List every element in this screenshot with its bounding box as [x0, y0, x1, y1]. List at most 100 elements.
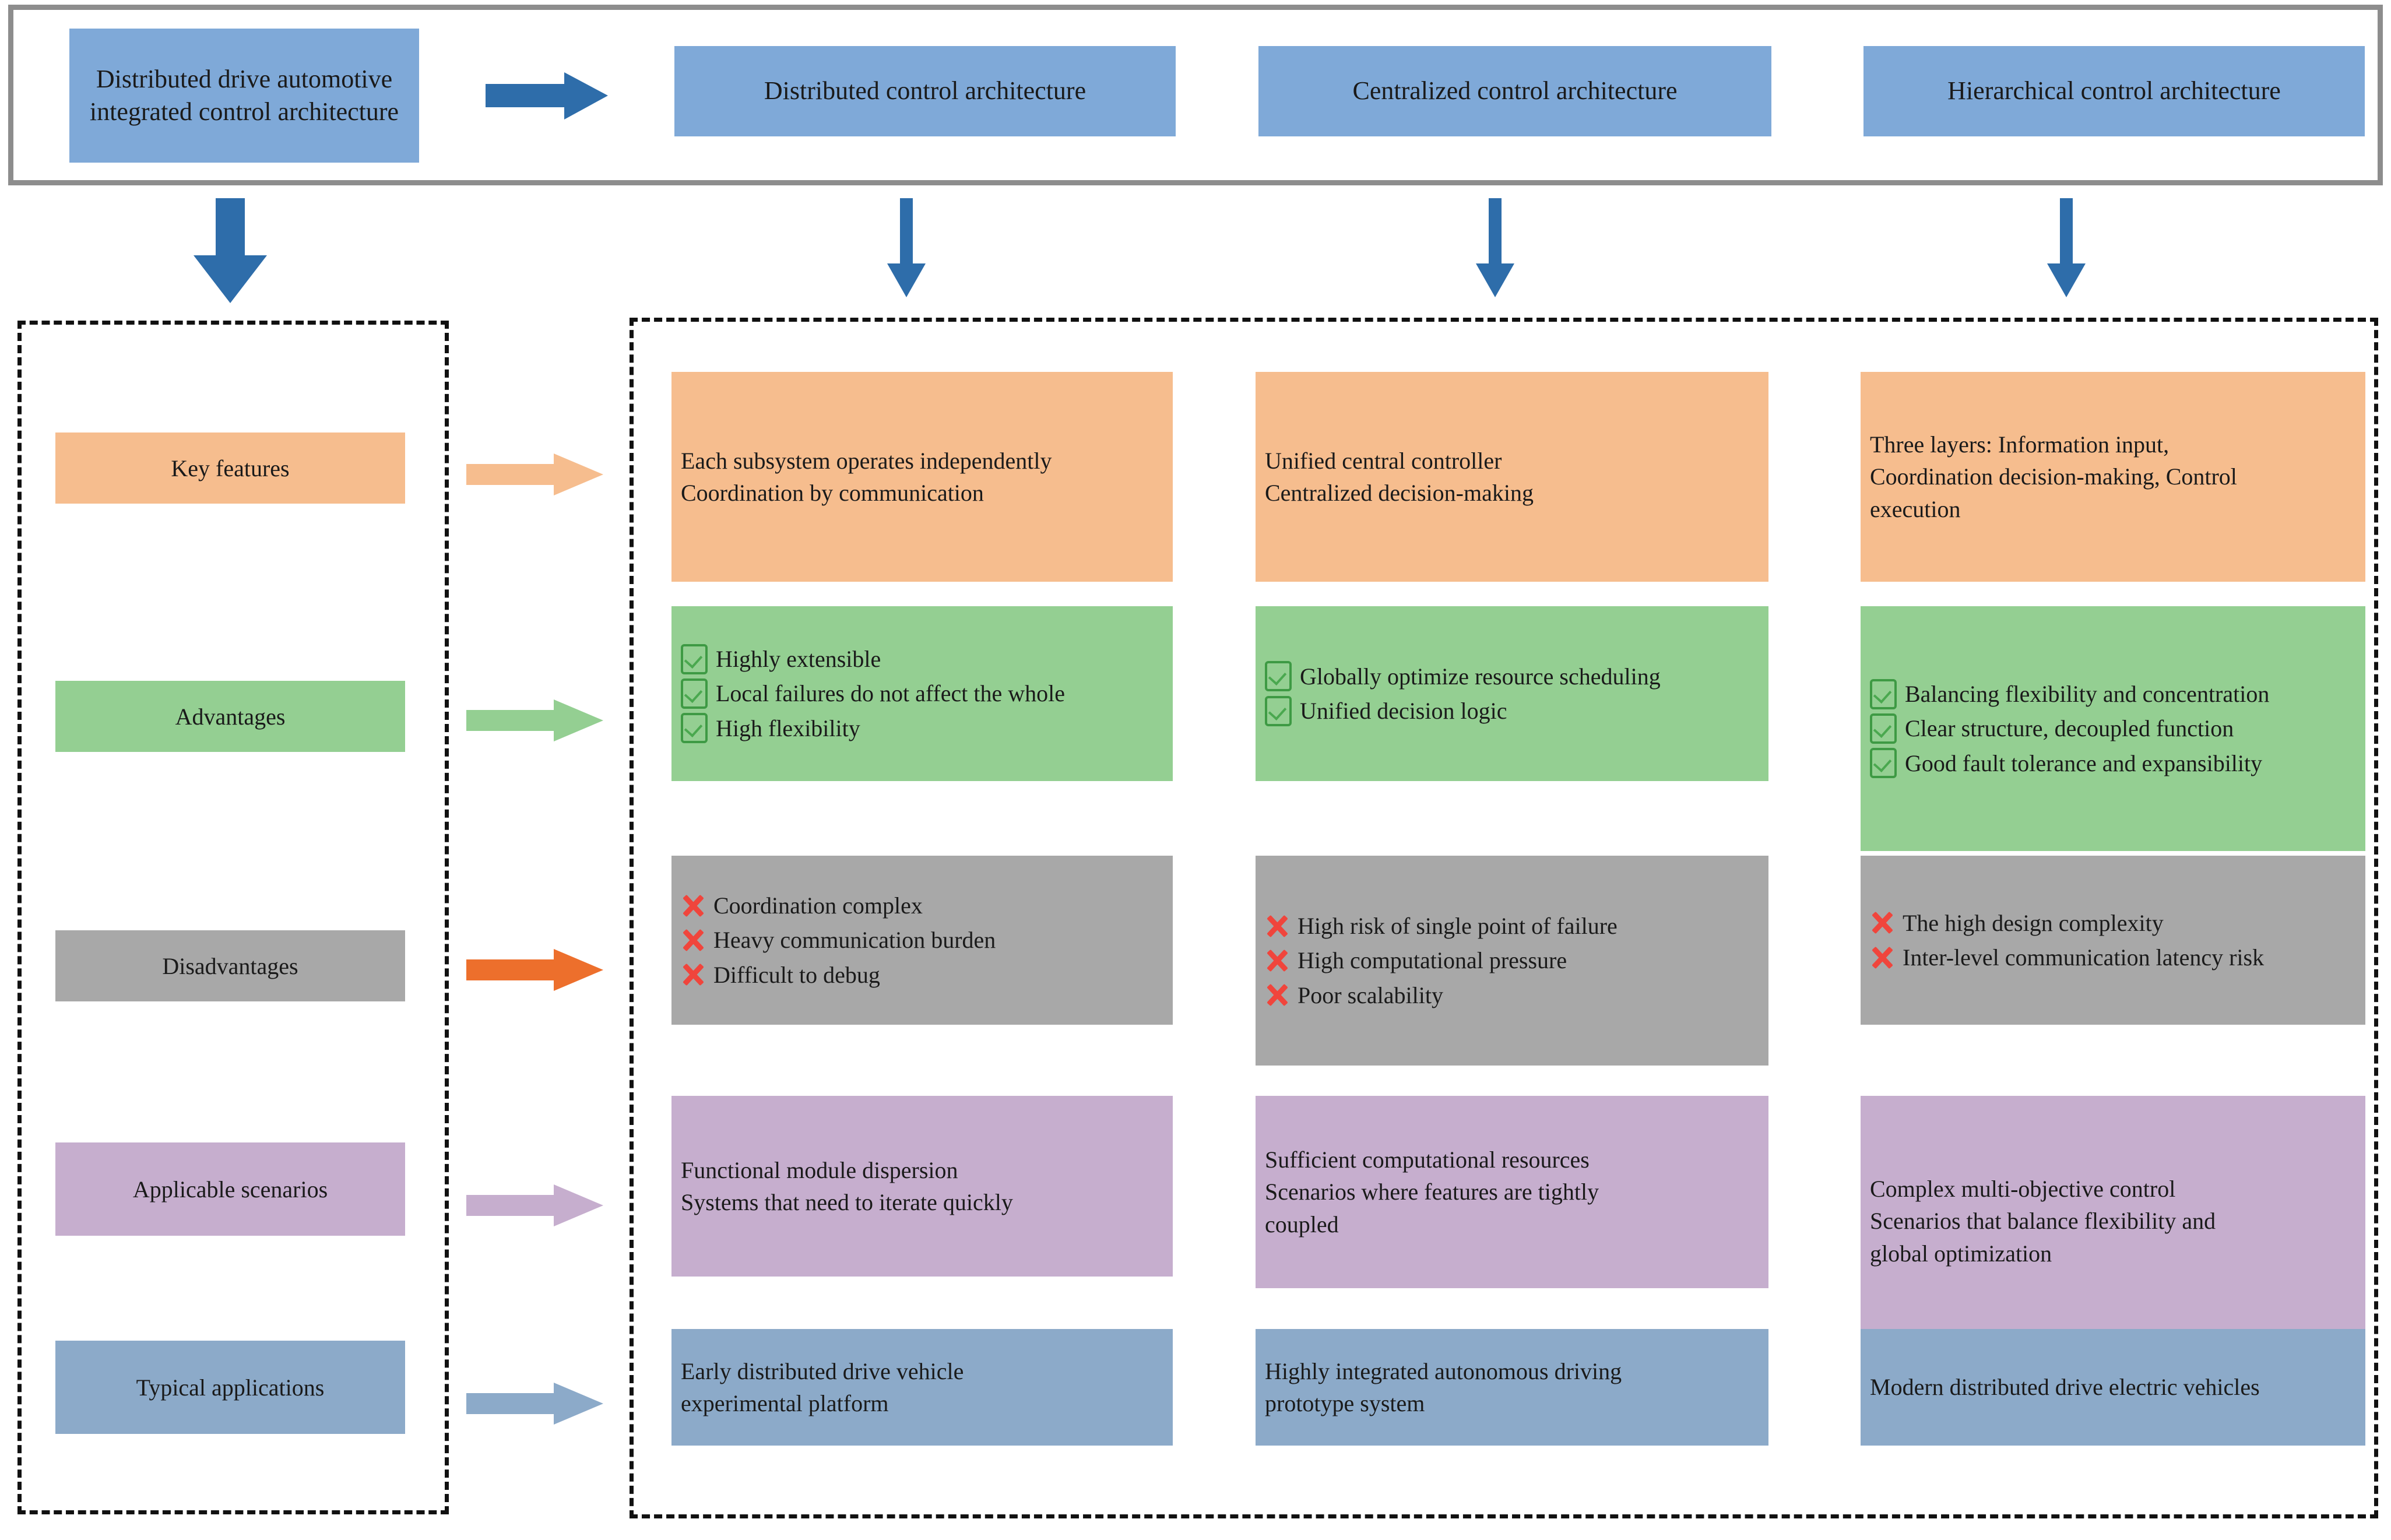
cell-line: execution	[1870, 495, 1961, 522]
list-item-label: Globally optimize resource scheduling	[1300, 663, 1661, 690]
cell-applicable-scenarios-distributed[interactable]: Functional module dispersion Systems tha…	[671, 1096, 1173, 1277]
red-x-icon	[1265, 913, 1289, 939]
cell-line: Coordination decision-making, Control	[1870, 463, 2237, 490]
list-item: High computational pressure	[1265, 944, 1759, 976]
cell-key-features-centralized[interactable]: Unified central controller Centralized d…	[1256, 372, 1768, 582]
list-item-label: Unified decision logic	[1300, 698, 1507, 724]
cell-disadvantages-hierarchical[interactable]: The high design complexity Inter-level c…	[1861, 856, 2365, 1025]
list-item-label: Heavy communication burden	[713, 927, 996, 954]
list-item: Good fault tolerance and expansibility	[1870, 747, 2356, 779]
check-box-icon	[681, 713, 708, 744]
list-item-label: Highly extensible	[716, 646, 881, 673]
root-title-box[interactable]: Distributed drive automotive integrated …	[69, 29, 419, 163]
list-item: Difficult to debug	[681, 959, 1163, 991]
list-item-label: High risk of single point of failure	[1298, 913, 1618, 940]
top-architecture-frame: Distributed drive automotive integrated …	[8, 5, 2383, 185]
cell-line: Centralized decision-making	[1265, 480, 1534, 506]
red-x-icon	[1265, 982, 1289, 1008]
cell-line: Scenarios where features are tightly	[1265, 1179, 1599, 1205]
cell-line: Three layers: Information input,	[1870, 431, 2170, 458]
list-item-label: Local failures do not affect the whole	[716, 680, 1066, 707]
list-item-label: Poor scalability	[1298, 982, 1443, 1008]
list-item: The high design complexity	[1870, 907, 2356, 939]
cell-line: coupled	[1265, 1211, 1339, 1237]
cell-line: Functional module dispersion	[681, 1156, 958, 1183]
down-arrow-icon-distributed	[887, 198, 926, 297]
cell-line: Systems that need to iterate quickly	[681, 1189, 1013, 1215]
cell-applicable-scenarios-hierarchical[interactable]: Complex multi-objective control Scenario…	[1861, 1096, 2365, 1346]
cell-line: Each subsystem operates independently	[681, 447, 1052, 474]
cell-line: Highly integrated autonomous driving	[1265, 1358, 1622, 1384]
cell-disadvantages-distributed[interactable]: Coordination complex Heavy communication…	[671, 856, 1173, 1025]
check-box-icon	[1265, 695, 1292, 726]
list-item-label: Good fault tolerance and expansibility	[1905, 750, 2263, 776]
check-box-icon	[681, 644, 708, 674]
list-item-label: Inter-level communication latency risk	[1903, 944, 2265, 971]
cell-line: Scenarios that balance flexibility and	[1870, 1208, 2216, 1235]
cell-typical-applications-hierarchical[interactable]: Modern distributed drive electric vehicl…	[1861, 1329, 2365, 1446]
list-item-label: Difficult to debug	[713, 961, 880, 988]
down-arrow-icon-hierarchical	[2047, 198, 2086, 297]
cell-line: Sufficient computational resources	[1265, 1147, 1590, 1173]
cell-line: Early distributed drive vehicle	[681, 1358, 964, 1384]
cell-key-features-hierarchical[interactable]: Three layers: Information input, Coordin…	[1861, 372, 2365, 582]
check-box-icon	[1265, 661, 1292, 692]
list-item: Heavy communication burden	[681, 924, 1163, 956]
architecture-box-distributed[interactable]: Distributed control architecture	[674, 46, 1176, 136]
category-chip-disadvantages[interactable]: Disadvantages	[55, 930, 405, 1001]
list-item-label: The high design complexity	[1903, 909, 2164, 936]
category-chip-applicable-scenarios[interactable]: Applicable scenarios	[55, 1142, 405, 1236]
list-item-label: Clear structure, decoupled function	[1905, 715, 2234, 742]
cell-advantages-hierarchical[interactable]: Balancing flexibility and concentration …	[1861, 606, 2365, 851]
cell-key-features-distributed[interactable]: Each subsystem operates independently Co…	[671, 372, 1173, 582]
cell-line: Complex multi-objective control	[1870, 1176, 2176, 1203]
list-item: Highly extensible	[681, 643, 1163, 675]
list-item-label: High flexibility	[716, 715, 860, 741]
cell-line: experimental platform	[681, 1390, 889, 1416]
list-item-label: Balancing flexibility and concentration	[1905, 681, 2270, 708]
cell-typical-applications-distributed[interactable]: Early distributed drive vehicle experime…	[671, 1329, 1173, 1446]
red-x-icon	[681, 962, 705, 987]
red-x-icon	[1265, 948, 1289, 973]
list-item-label: Coordination complex	[713, 892, 923, 919]
list-item: Balancing flexibility and concentration	[1870, 678, 2356, 710]
check-box-icon	[1870, 678, 1897, 709]
cell-line: Unified central controller	[1265, 447, 1502, 474]
category-chip-key-features[interactable]: Key features	[55, 433, 405, 504]
down-arrow-icon-root	[194, 198, 267, 303]
row-arrow-icon-advantages	[466, 699, 603, 741]
list-item: Coordination complex	[681, 889, 1163, 922]
cell-disadvantages-centralized[interactable]: High risk of single point of failure Hig…	[1256, 856, 1768, 1066]
red-x-icon	[681, 927, 705, 953]
red-x-icon	[681, 893, 705, 919]
list-item: Unified decision logic	[1265, 695, 1759, 727]
check-box-icon	[681, 678, 708, 709]
check-box-icon	[1870, 713, 1897, 744]
cell-typical-applications-centralized[interactable]: Highly integrated autonomous driving pro…	[1256, 1329, 1768, 1446]
row-arrow-icon-key-features	[466, 453, 603, 495]
row-arrow-icon-typical-applications	[466, 1383, 603, 1425]
cell-applicable-scenarios-centralized[interactable]: Sufficient computational resources Scena…	[1256, 1096, 1768, 1288]
category-chip-typical-applications[interactable]: Typical applications	[55, 1341, 405, 1434]
cell-advantages-centralized[interactable]: Globally optimize resource scheduling Un…	[1256, 606, 1768, 781]
cell-line: prototype system	[1265, 1390, 1425, 1416]
list-item: Clear structure, decoupled function	[1870, 712, 2356, 744]
architecture-box-centralized[interactable]: Centralized control architecture	[1258, 46, 1771, 136]
check-box-icon	[1870, 748, 1897, 779]
category-chip-advantages[interactable]: Advantages	[55, 681, 405, 752]
list-item: Poor scalability	[1265, 979, 1759, 1011]
red-x-icon	[1870, 945, 1894, 971]
list-item: Globally optimize resource scheduling	[1265, 660, 1759, 692]
cell-line: global optimization	[1870, 1240, 2052, 1267]
cell-advantages-distributed[interactable]: Highly extensible Local failures do not …	[671, 606, 1173, 781]
right-arrow-icon	[486, 72, 608, 119]
list-item: Inter-level communication latency risk	[1870, 941, 2356, 973]
cell-line: Coordination by communication	[681, 480, 984, 506]
row-arrow-icon-applicable-scenarios	[466, 1184, 603, 1226]
down-arrow-icon-centralized	[1476, 198, 1514, 297]
category-panel	[17, 321, 449, 1514]
red-x-icon	[1870, 910, 1894, 936]
row-arrow-icon-disadvantages	[466, 949, 603, 991]
cell-line: Modern distributed drive electric vehicl…	[1870, 1374, 2260, 1401]
architecture-box-hierarchical[interactable]: Hierarchical control architecture	[1863, 46, 2365, 136]
